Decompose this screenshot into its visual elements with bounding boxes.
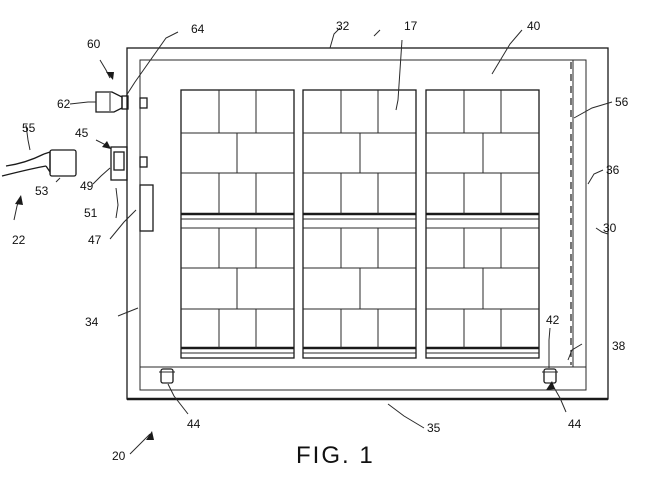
roller-right [542,369,558,383]
panel-3 [426,90,539,358]
label-17: 17 [404,19,418,33]
cabinet-inner-wall [140,60,586,390]
label-20: 20 [112,449,126,463]
label-49: 49 [80,179,94,193]
cabinet-outer-wall [127,48,608,399]
label-64: 64 [191,22,205,36]
label-56: 56 [615,95,629,109]
label-55: 55 [22,121,36,135]
label-51: 51 [84,206,98,220]
connector-62 [96,92,128,112]
arrow-heads [15,72,555,440]
latch-45 [111,147,127,180]
mount-block-64 [140,98,147,108]
label-44-right: 44 [568,417,582,431]
label-38: 38 [612,339,626,353]
label-36: 36 [606,163,620,177]
label-42: 42 [546,313,560,327]
label-30: 30 [603,221,617,235]
plug-53 [2,150,76,176]
label-60: 60 [87,37,101,51]
label-47: 47 [88,233,102,247]
label-35: 35 [427,421,441,435]
panel-1 [181,90,294,358]
mount-block-49 [140,157,147,167]
label-44-left: 44 [187,417,201,431]
label-34: 34 [85,315,99,329]
roller-left [159,369,175,383]
figure-caption: FIG. 1 [296,442,375,469]
label-22: 22 [12,233,26,247]
label-53: 53 [35,184,49,198]
label-32: 32 [336,19,350,33]
panel-2 [303,90,416,358]
label-40: 40 [527,19,541,33]
box-47 [140,185,153,231]
label-45: 45 [75,126,89,140]
label-62: 62 [57,97,71,111]
